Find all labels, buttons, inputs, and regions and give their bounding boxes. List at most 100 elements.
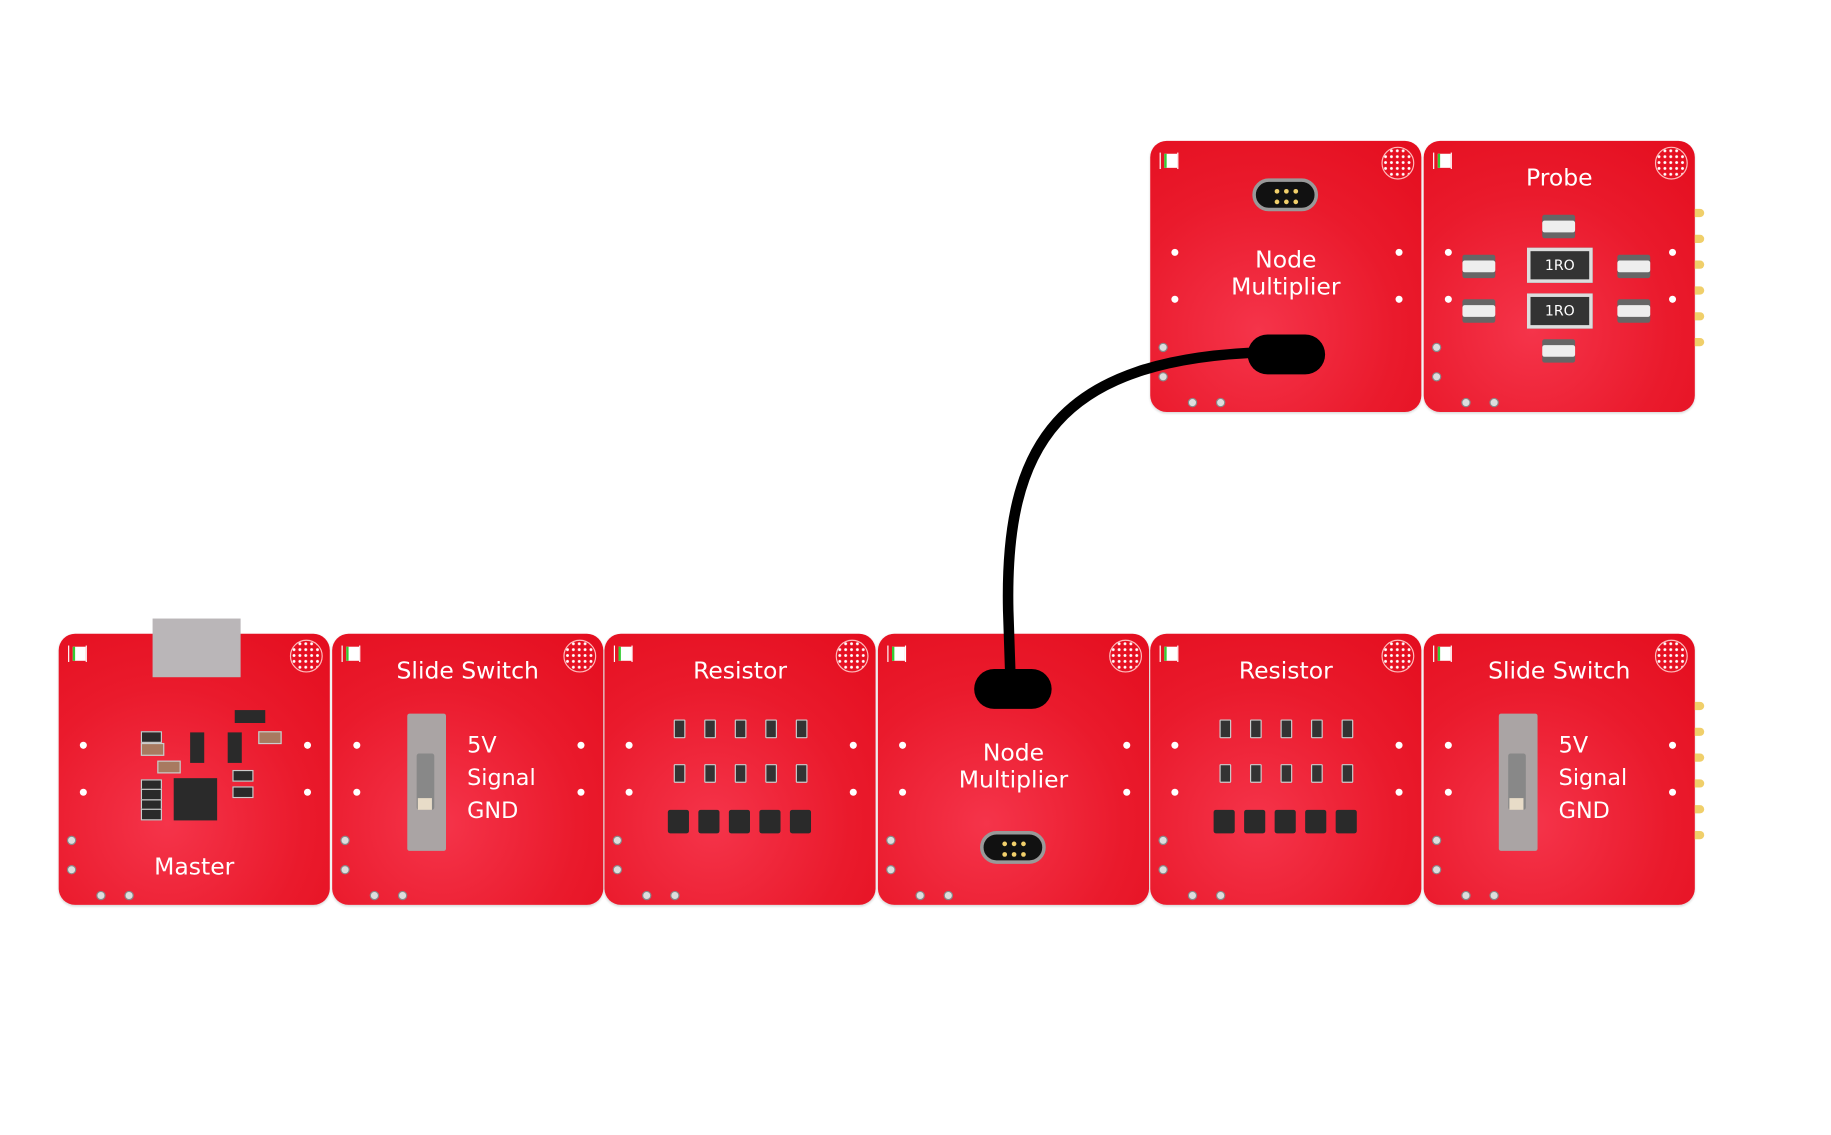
smd-resistor: [1219, 764, 1232, 783]
smd-resistor: [765, 764, 777, 783]
connector-pin: [1284, 199, 1289, 205]
mount-hole: [1395, 788, 1403, 796]
mount-hole: [303, 788, 312, 796]
header-pin: [1694, 701, 1705, 711]
mount-hole: [899, 741, 907, 749]
microcontroller-chip: [173, 778, 218, 821]
mount-hole: [577, 788, 585, 796]
slide-switch-toggle[interactable]: [1498, 713, 1538, 851]
via-hole: [670, 890, 680, 901]
smd-capacitor: [258, 731, 282, 745]
power-resistor: 1RO: [1526, 293, 1593, 329]
smd-resistor: [673, 764, 686, 783]
board-corner-icon: [613, 645, 633, 662]
via-hole: [1489, 397, 1499, 408]
board-corner-icon: [341, 645, 361, 662]
via-hole: [1158, 865, 1168, 875]
via-hole: [1215, 890, 1226, 901]
mount-hole: [353, 741, 361, 749]
via-hole: [1431, 865, 1442, 875]
mount-hole: [625, 788, 633, 796]
logo-icon: [1381, 639, 1415, 673]
header-pin: [1694, 338, 1705, 347]
ic-chip: [227, 732, 242, 763]
pin-label: GND: [1558, 798, 1610, 824]
via-hole: [612, 865, 623, 875]
mount-hole: [1171, 295, 1179, 303]
header-pin: [1694, 779, 1705, 788]
smd-package: [1305, 809, 1327, 834]
via-hole: [1187, 397, 1198, 408]
logo-icon: [289, 639, 323, 673]
smd-resistor: [765, 719, 777, 739]
mount-hole: [1123, 741, 1131, 749]
mount-hole: [1444, 741, 1452, 749]
logo-icon: [835, 639, 869, 673]
smd-resistor: [1249, 719, 1262, 739]
mount-hole: [353, 788, 361, 796]
mount-hole: [1444, 248, 1452, 256]
header-pin: [1694, 286, 1705, 295]
mount-hole: [577, 741, 585, 749]
smd-resistor: [734, 764, 747, 783]
smd-package: [728, 809, 750, 834]
board-master[interactable]: Master: [58, 618, 330, 905]
ic-chip: [190, 732, 205, 763]
via-hole: [1158, 372, 1168, 382]
smd-resistor: [1249, 764, 1262, 783]
mount-hole: [1171, 248, 1179, 256]
logo-icon: [1654, 146, 1688, 180]
connector-pin: [1293, 188, 1299, 194]
connector-pin: [1002, 841, 1008, 847]
header-pin: [1694, 753, 1705, 762]
connector-pin: [1284, 188, 1289, 194]
smd-resistor: [232, 769, 254, 782]
mount-hole: [899, 788, 907, 796]
smd-resistor: [795, 719, 808, 739]
smd-resistor: [795, 764, 808, 783]
smd-package: [1244, 809, 1266, 834]
smd-resistor: [1311, 719, 1323, 739]
node-connector[interactable]: [1252, 178, 1319, 212]
smd-capacitor: [157, 760, 181, 774]
mount-hole: [303, 741, 312, 749]
via-hole: [1431, 372, 1442, 382]
smd-resistor: [1219, 719, 1232, 739]
via-hole: [943, 890, 954, 901]
header-pin: [1694, 312, 1705, 321]
mount-hole: [1669, 741, 1677, 749]
via-hole: [915, 890, 925, 901]
board-resistor-2[interactable]: Resistor: [1150, 633, 1422, 905]
board-corner-icon: [1433, 645, 1452, 662]
board-title: Probe: [1525, 163, 1593, 192]
logo-icon: [563, 639, 597, 673]
logo-icon: [1381, 146, 1415, 180]
smd-package: [789, 809, 812, 834]
via-hole: [96, 890, 106, 901]
via-hole: [369, 890, 380, 901]
smd-resistor: [673, 719, 686, 739]
node-connector[interactable]: [980, 830, 1046, 864]
board-resistor-1[interactable]: Resistor: [604, 633, 876, 905]
pin-label: GND: [467, 798, 519, 824]
board-title: Master: [154, 852, 235, 881]
via-hole: [1431, 342, 1442, 353]
mount-hole: [1171, 788, 1179, 796]
slide-switch-toggle[interactable]: [407, 713, 447, 851]
via-hole: [1158, 835, 1168, 846]
smd-component: [1462, 260, 1496, 273]
connector-pin: [1021, 841, 1026, 847]
smd-component: [1462, 305, 1496, 317]
logo-icon: [1654, 639, 1688, 673]
header-pin: [1694, 234, 1705, 243]
mount-hole: [1171, 741, 1179, 749]
via-hole: [886, 835, 896, 846]
pin-label: Signal: [1558, 765, 1628, 792]
logo-icon: [1109, 639, 1143, 673]
